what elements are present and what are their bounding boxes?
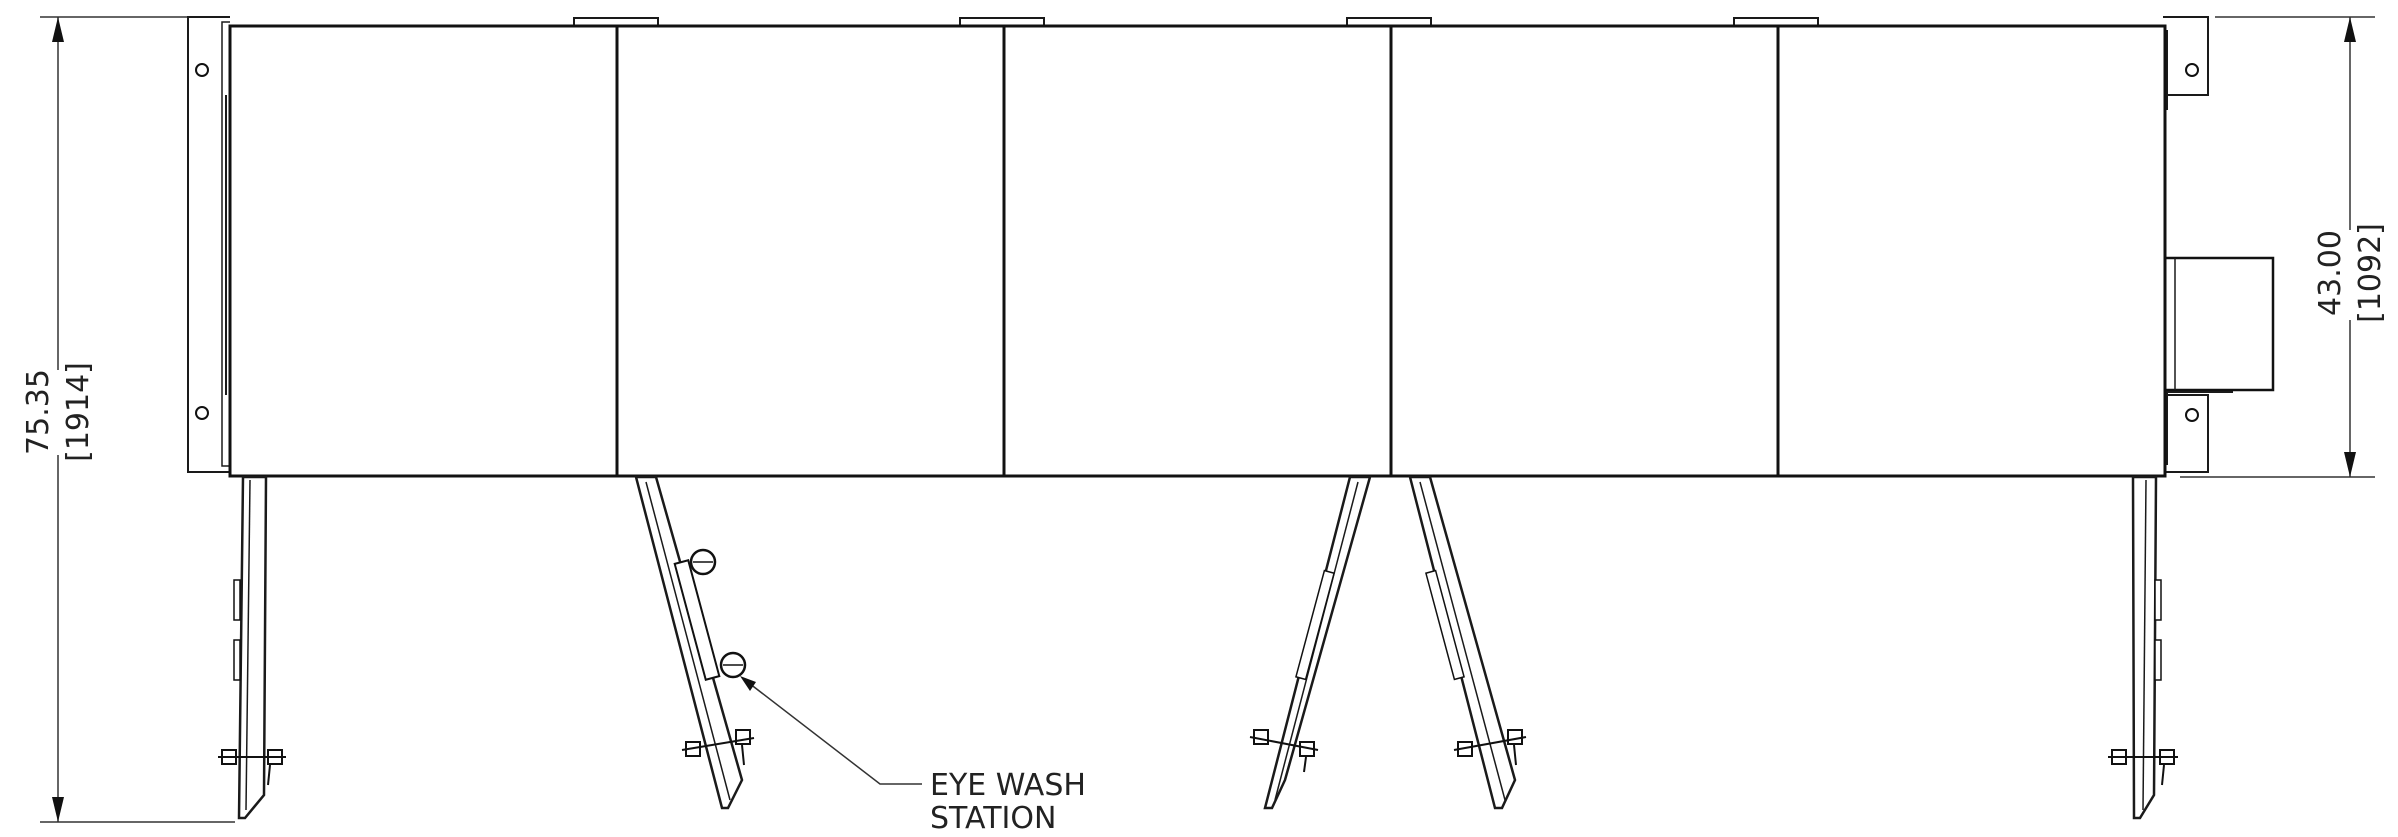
leg-5 <box>2108 475 2178 820</box>
panel-2 <box>615 24 1006 478</box>
right-height-metric: [1092] <box>2353 223 2388 323</box>
right-height-value: 43.00 <box>2313 230 2348 316</box>
leg-4 <box>1408 475 1527 810</box>
side-enclosure <box>2161 256 2275 393</box>
leg-3-valve-icon <box>1249 729 1319 773</box>
leg-2-valve-icon <box>681 729 755 766</box>
eye-wash-nozzle-lower-icon <box>719 651 747 679</box>
leg-1-valve-icon <box>218 749 286 786</box>
leg-3 <box>1249 475 1372 810</box>
overall-height-dimension: 75.35 [1914] <box>21 16 235 823</box>
callout-line-2: STATION <box>930 801 1056 836</box>
eye-wash-nozzle-upper-icon <box>689 548 717 576</box>
left-mounting-bracket <box>187 16 230 473</box>
overall-height-metric: [1914] <box>61 362 96 462</box>
overall-height-value: 75.35 <box>21 369 56 455</box>
panel-row <box>228 24 2167 478</box>
leg-1 <box>218 475 286 820</box>
panel-3 <box>1002 24 1393 478</box>
callout-line-1: EYE WASH <box>930 768 1086 803</box>
leg-2 <box>634 475 755 810</box>
eye-wash-callout: EYE WASH STATION <box>740 676 1086 836</box>
panel-1 <box>228 24 619 478</box>
leg-5-valve-icon <box>2108 749 2178 786</box>
leg-4-valve-icon <box>1453 729 1527 766</box>
panel-4 <box>1389 24 1780 478</box>
panel-5 <box>1776 24 2167 478</box>
right-mounting-bracket <box>2163 16 2209 473</box>
right-height-dimension: 43.00 [1092] <box>2180 16 2388 478</box>
